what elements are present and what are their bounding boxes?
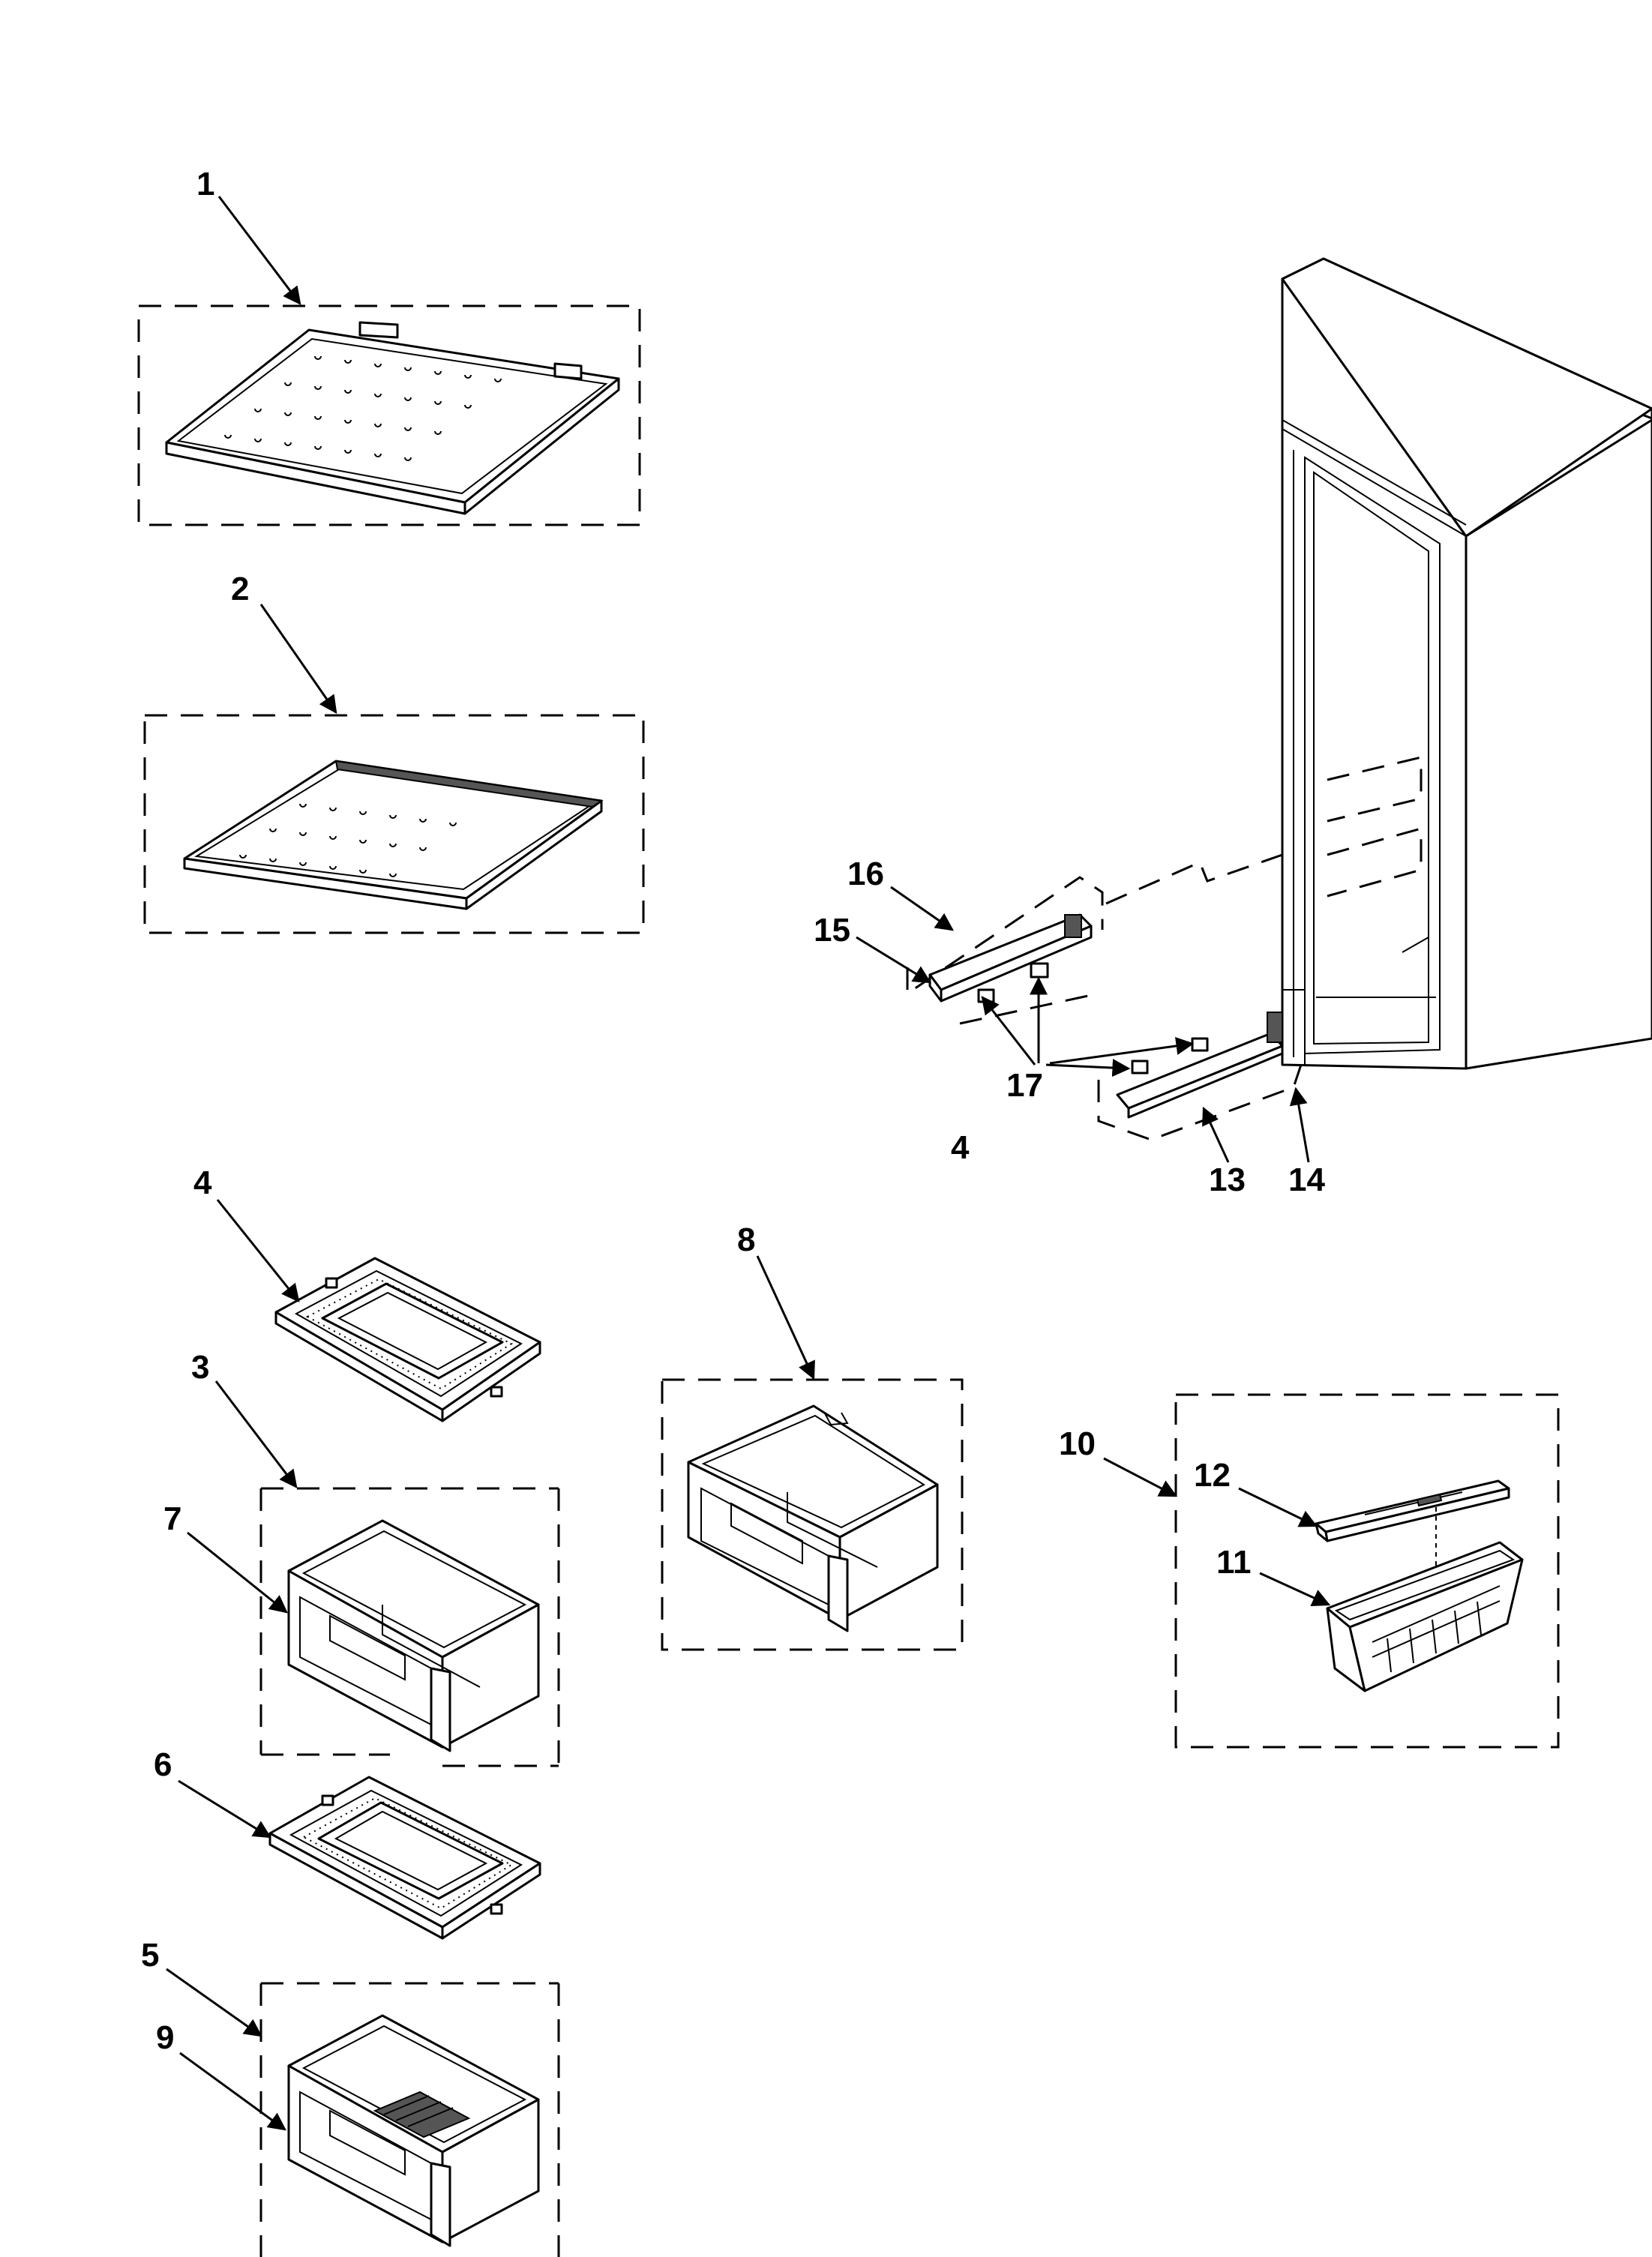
callout-8: 8 — [737, 1221, 755, 1258]
leader-4 — [216, 1199, 300, 1302]
leader-6 — [178, 1779, 272, 1839]
leader-5 — [166, 1968, 262, 2037]
part-4-cover-group: 4 — [193, 1164, 541, 1422]
leader-7 — [187, 1531, 288, 1614]
part-10-boundary — [1174, 1393, 1560, 1749]
callout-17: 17 — [1006, 1067, 1043, 1104]
leader-16 — [890, 886, 954, 931]
part-3-boundary — [259, 1487, 560, 1767]
callout-4-rail: 4 — [951, 1129, 970, 1166]
glass-shelf-icon — [165, 321, 620, 515]
callout-4: 4 — [193, 1164, 212, 1201]
part-2-shelf-group: 2 — [143, 571, 645, 934]
callout-15: 15 — [814, 912, 850, 949]
part-1-shelf-group: 1 — [137, 166, 641, 526]
drawer-icon — [687, 1404, 939, 1632]
rail-assembly-group: 16 15 17 4 13 14 — [814, 853, 1325, 1198]
callout-5: 5 — [141, 1937, 159, 1974]
leader-17a — [981, 996, 1036, 1066]
crisper-cover-icon — [268, 1776, 541, 1940]
callout-3: 3 — [191, 1349, 209, 1386]
callout-10: 10 — [1059, 1425, 1096, 1462]
callout-14: 14 — [1288, 1161, 1325, 1198]
refrigerator-cabinet-icon — [1281, 257, 1652, 1070]
callout-11: 11 — [1216, 1544, 1252, 1581]
pan-drawer-icon — [1326, 1541, 1524, 1692]
leader-9 — [179, 2052, 286, 2131]
part-6-cover-group: 6 — [154, 1746, 541, 1940]
leader-11 — [1259, 1572, 1331, 1606]
leader-17d — [1049, 1037, 1195, 1065]
leader-14 — [1289, 1087, 1310, 1163]
callout-16: 16 — [847, 856, 884, 892]
part-8-drawer-group: 8 — [661, 1221, 964, 1651]
callout-13: 13 — [1209, 1161, 1246, 1198]
drawer-icon — [287, 2014, 540, 2247]
part-5-drawer-group: 5 9 — [141, 1937, 560, 2257]
callout-7: 7 — [163, 1500, 181, 1537]
leader-1 — [217, 196, 301, 305]
callout-9: 9 — [156, 2019, 174, 2056]
crisper-cover-icon — [274, 1257, 541, 1422]
leader-8 — [756, 1255, 815, 1380]
leader-10 — [1103, 1457, 1178, 1497]
leader-17c — [1045, 1059, 1131, 1078]
callout-1: 1 — [196, 166, 214, 202]
shelf-rail-icon — [1116, 1012, 1284, 1119]
shelf-rail-icon — [928, 913, 1093, 1003]
callout-6: 6 — [154, 1746, 172, 1783]
drawer-icon — [287, 1519, 540, 1752]
part-3-drawer-group: 3 7 — [163, 1349, 560, 1767]
pan-cover-icon — [1315, 1479, 1510, 1542]
leader-12 — [1238, 1487, 1318, 1527]
rail-lower-boundary — [1097, 1064, 1303, 1141]
part-8-boundary — [661, 1378, 964, 1651]
callout-12: 12 — [1194, 1457, 1231, 1494]
leader-15 — [856, 936, 932, 984]
callout-2: 2 — [231, 571, 249, 607]
glass-shelf-icon — [183, 760, 604, 910]
leader-3 — [214, 1380, 298, 1488]
leader-2 — [259, 604, 337, 714]
leader-13 — [1202, 1106, 1230, 1163]
rail-upper-boundary — [906, 876, 1104, 996]
part-10-pan-group: 10 12 11 — [1059, 1393, 1560, 1749]
